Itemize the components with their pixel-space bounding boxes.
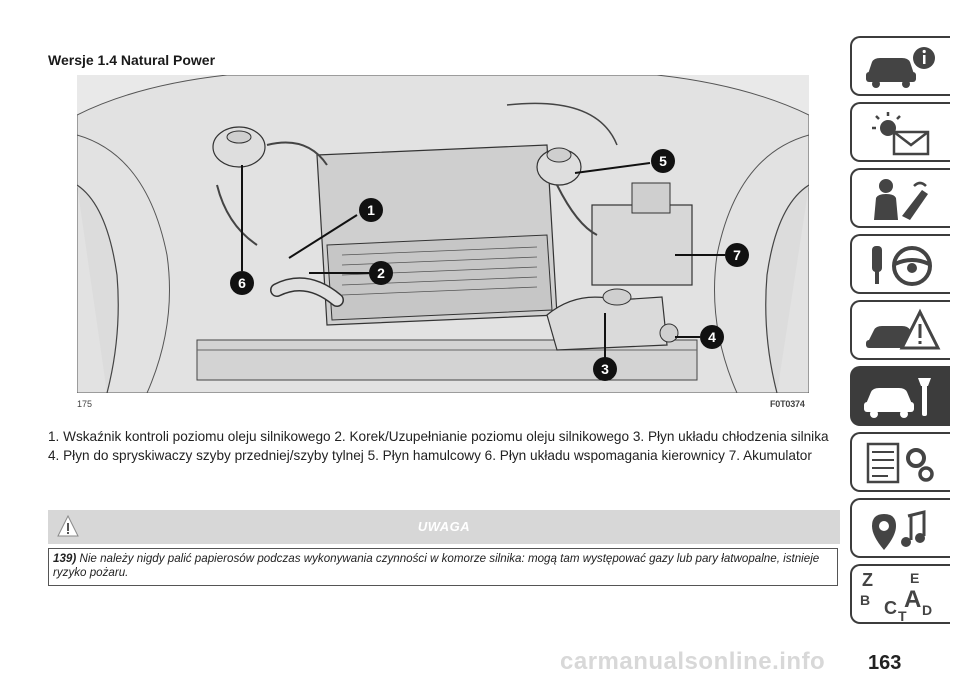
callout-6: 6 [230,271,254,295]
emergency-icon [866,308,941,350]
callout-5: 5 [651,149,675,173]
svg-text:2: 2 [377,265,385,281]
warning-lights-icon [872,112,930,156]
svg-text:4: 4 [708,329,716,345]
safety-icon [874,179,928,220]
warning-number: 139) [53,552,77,565]
steering-key-icon [872,246,932,286]
section-title: Wersje 1.4 Natural Power [48,52,216,68]
chapter-sidebar: Z E B A C D T [850,36,960,636]
engine-bay-figure: 1 2 3 4 5 6 7 [77,75,809,393]
warning-title: UWAGA [417,519,471,534]
svg-text:1: 1 [367,202,375,218]
multimedia-icon [872,510,926,550]
index-letters: Z E B A C D T [860,570,933,624]
tab-steering-key[interactable] [850,234,950,294]
car-info-icon [866,47,935,88]
warning-header: UWAGA [48,510,840,544]
warning-triangle-icon [57,514,79,537]
figure-caption: 1. Wskaźnik kontroli poziomu oleju silni… [48,429,829,463]
tab-safety[interactable] [850,168,950,228]
tab-index[interactable]: Z E B A C D T [850,564,950,624]
tab-car-info[interactable] [850,36,950,96]
tab-emergency[interactable] [850,300,950,360]
callout-2: 2 [369,261,393,285]
callout-1: 1 [359,198,383,222]
tab-warning-lights[interactable] [850,102,950,162]
warning-box: 139) Nie należy nigdy palić papierosów p… [48,548,838,586]
figure-number: 175 [77,399,93,409]
svg-text:7: 7 [733,247,741,263]
svg-text:3: 3 [601,361,609,377]
maintenance-icon [864,378,931,418]
tab-multimedia[interactable] [850,498,950,558]
tab-technical-data[interactable] [850,432,950,492]
tab-maintenance[interactable] [850,366,950,426]
technical-data-icon [866,442,934,484]
callout-3: 3 [593,357,617,381]
watermark: carmanualsonline.info [560,648,826,675]
figure-code: F0T0374 [770,399,805,409]
page-number: 163 [868,652,902,674]
engine-bay-illustration: 1 2 3 4 5 6 7 [77,75,809,393]
callout-4: 4 [700,325,724,349]
warning-text: Nie należy nigdy palić papierosów podcza… [53,552,820,579]
callout-7: 7 [725,243,749,267]
svg-text:5: 5 [659,153,667,169]
svg-text:6: 6 [238,275,246,291]
